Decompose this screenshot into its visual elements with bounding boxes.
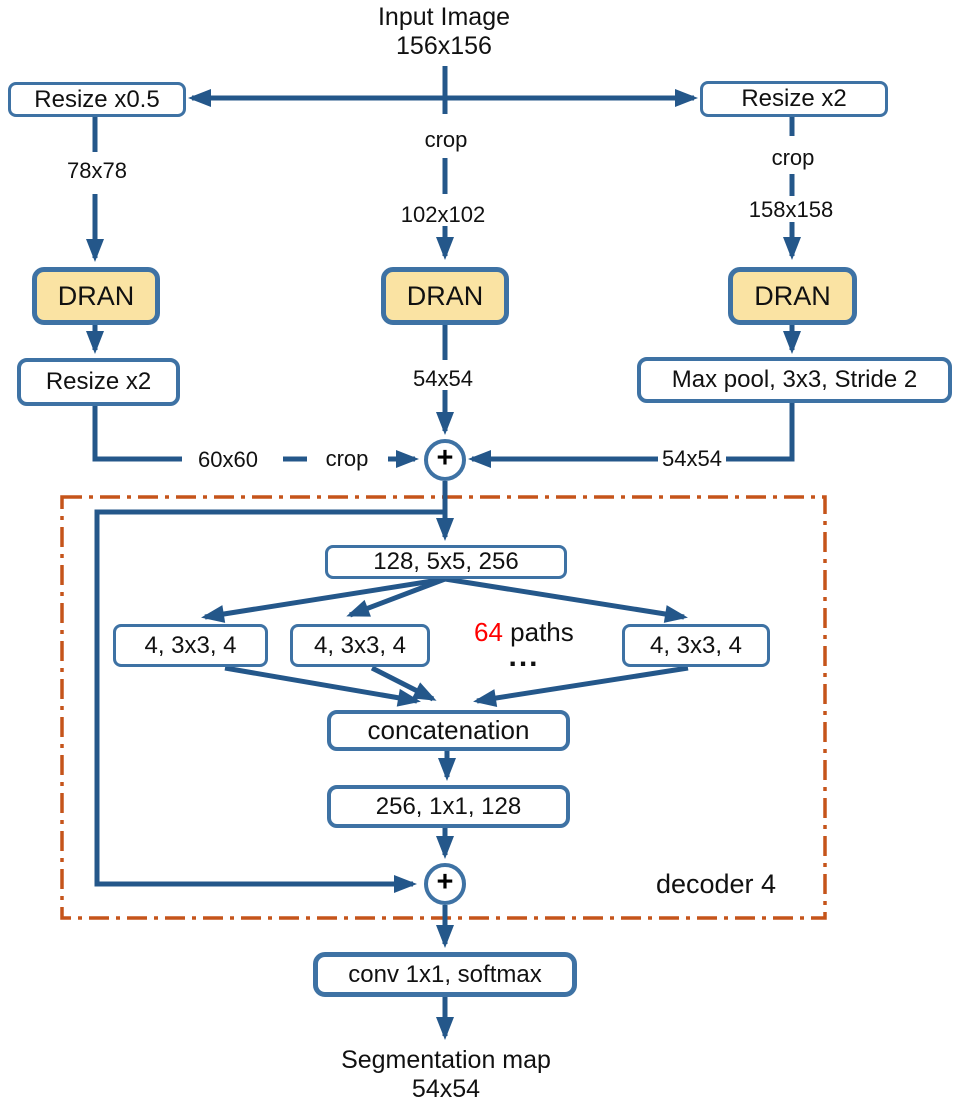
node-dran-right-label: DRAN	[754, 280, 831, 311]
node-path3: 4, 3x3, 4	[622, 624, 770, 667]
input-title-line1: Input Image	[377, 3, 511, 31]
node-resize-x2-left: Resize x2	[17, 358, 180, 406]
node-conv128-label: 128, 5x5, 256	[373, 548, 519, 575]
node-resize-half-label: Resize x0.5	[34, 85, 160, 113]
node-resize-half: Resize x0.5	[8, 82, 186, 117]
node-dran-left: DRAN	[32, 267, 160, 325]
label-paths-count: 64 paths	[474, 617, 574, 648]
label-left-crop: crop	[325, 446, 369, 471]
node-dran-left-label: DRAN	[57, 280, 135, 311]
output-title: Segmentation map 54x54	[341, 1046, 551, 1104]
node-concat: concatenation	[327, 710, 570, 751]
label-mid-54: 54x54	[413, 366, 473, 391]
label-mid-size: 102x102	[400, 202, 486, 227]
node-maxpool-label: Max pool, 3x3, Stride 2	[671, 366, 918, 393]
label-paths-number: 64	[474, 617, 503, 647]
node-conv256: 256, 1x1, 128	[327, 785, 570, 828]
node-path1-label: 4, 3x3, 4	[144, 631, 237, 659]
node-conv-out-label: conv 1x1, softmax	[348, 960, 542, 988]
node-dran-mid: DRAN	[381, 267, 509, 325]
connector-lines	[86, 66, 801, 1040]
node-path1: 4, 3x3, 4	[113, 624, 268, 667]
sum-node-top-plus: +	[436, 442, 454, 474]
label-paths-ellipsis: ...	[508, 640, 540, 673]
output-title-line2: 54x54	[411, 1075, 481, 1103]
label-right-crop: crop	[771, 145, 815, 170]
node-resize-x2-top-label: Resize x2	[741, 85, 847, 112]
label-right-54: 54x54	[662, 446, 722, 471]
input-title: Input Image 156x156	[378, 3, 510, 61]
sum-node-bottom-plus: +	[436, 866, 454, 898]
sum-node-bottom: +	[424, 863, 466, 905]
label-left-size: 78x78	[67, 158, 127, 183]
node-conv256-label: 256, 1x1, 128	[375, 792, 522, 820]
node-resize-x2-left-label: Resize x2	[45, 368, 152, 395]
node-path2-label: 4, 3x3, 4	[313, 631, 407, 659]
node-path2: 4, 3x3, 4	[290, 624, 430, 667]
node-resize-x2-top: Resize x2	[700, 81, 888, 117]
sum-node-top: +	[424, 439, 466, 481]
node-conv128: 128, 5x5, 256	[325, 545, 567, 579]
label-paths-word: paths	[502, 617, 574, 647]
node-dran-mid-label: DRAN	[406, 280, 484, 311]
label-right-size: 158x158	[748, 197, 834, 222]
output-title-line1: Segmentation map	[341, 1046, 551, 1074]
node-conv-out: conv 1x1, softmax	[313, 952, 577, 997]
label-mid-crop: crop	[424, 127, 468, 152]
label-decoder: decoder 4	[655, 869, 777, 899]
input-title-line2: 156x156	[396, 32, 492, 60]
label-left-60: 60x60	[198, 447, 258, 472]
node-maxpool: Max pool, 3x3, Stride 2	[637, 357, 952, 403]
node-path3-label: 4, 3x3, 4	[649, 631, 743, 659]
node-concat-label: concatenation	[367, 715, 530, 745]
node-dran-right: DRAN	[728, 267, 857, 325]
